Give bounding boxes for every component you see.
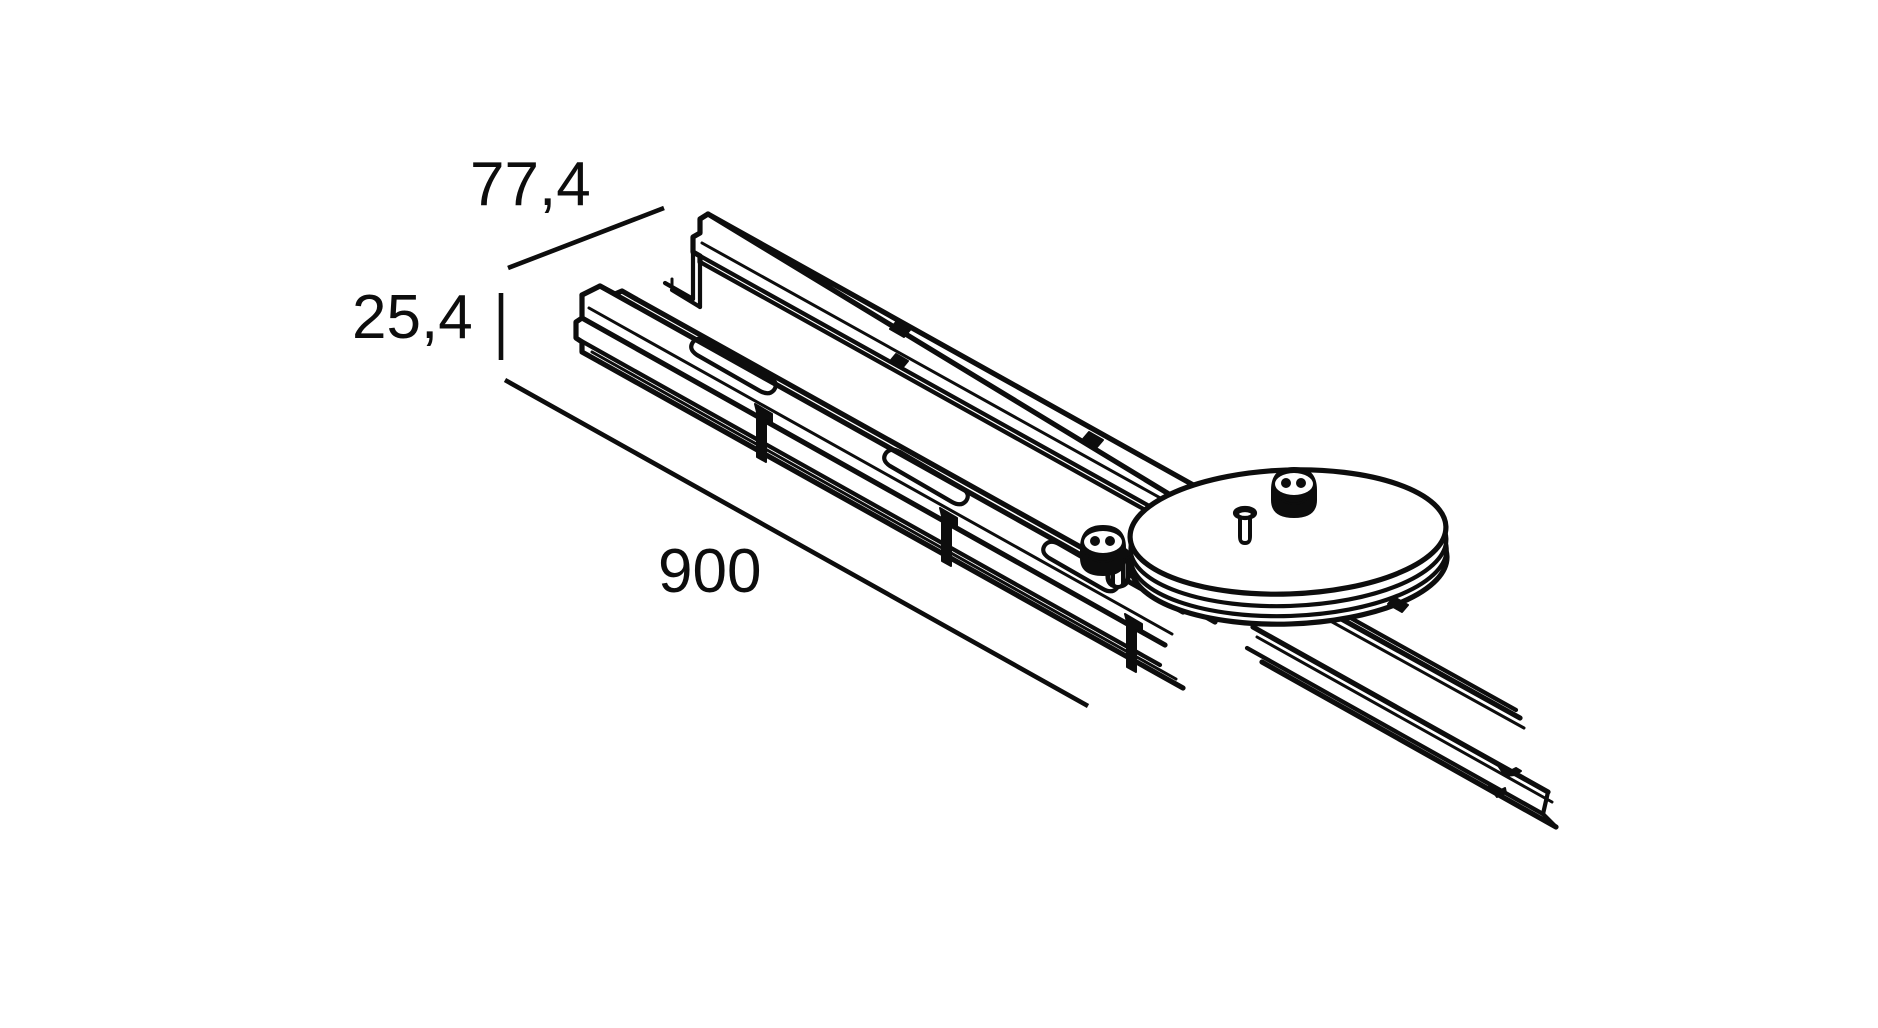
- slot-1: [689, 336, 778, 396]
- rail-end-web: [662, 249, 703, 310]
- mounting-clip-1: [754, 403, 773, 463]
- dimension-900: 900: [503, 377, 1090, 709]
- dimension-77-4: 77,4: [470, 150, 665, 271]
- dimension-label-77-4: 77,4: [470, 150, 591, 219]
- dimension-label-25-4: 25,4: [352, 283, 473, 352]
- dimension-leader-77-4: [507, 205, 665, 271]
- dimension-label-900: 900: [658, 537, 761, 606]
- connector-pin-right: [1232, 505, 1258, 545]
- mounting-clip-2: [939, 507, 958, 567]
- dimension-leader-900: [503, 377, 1090, 709]
- cap-nut-front: [1080, 525, 1126, 576]
- mounting-clip-3: [1124, 613, 1143, 673]
- rail-tail-right: [1244, 624, 1559, 830]
- dimension-25-4: 25,4: [352, 283, 504, 360]
- cap-nut-rear: [1271, 467, 1317, 518]
- slot-2: [882, 447, 970, 507]
- rail-notch-tabs: [889, 321, 1219, 514]
- canopy-rail-joint-tab: [1387, 596, 1409, 613]
- ceiling-canopy-disc: [1127, 467, 1450, 627]
